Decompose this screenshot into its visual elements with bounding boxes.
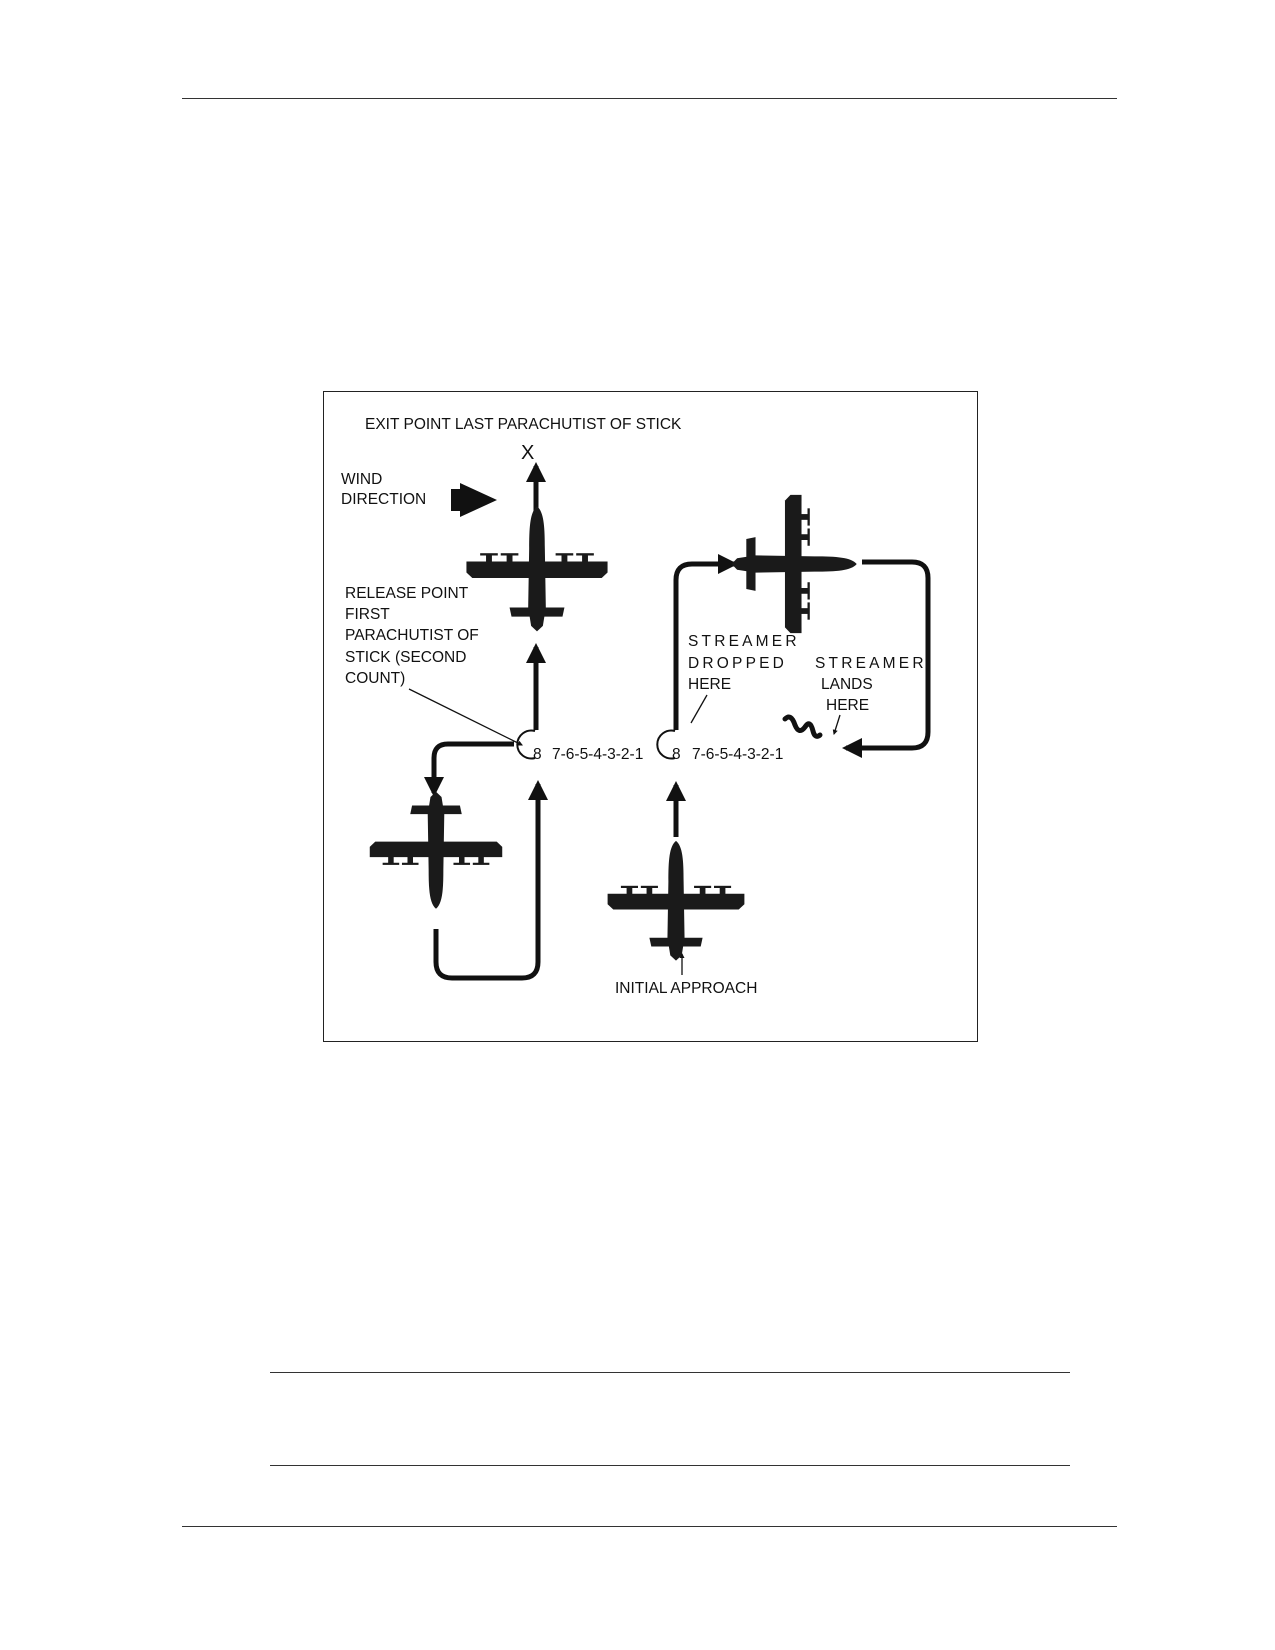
streamer-dropped-line3: HERE xyxy=(688,676,731,693)
release-label-line4: STICK (SECOND xyxy=(345,649,466,666)
release-count-sequence: 7-6-5-4-3-2-1 xyxy=(552,746,643,763)
release-label-line5: COUNT) xyxy=(345,670,405,687)
release-count-eight: 8 xyxy=(533,746,542,763)
drop-pattern-diagram: EXIT POINT LAST PARACHUTIST OF STICK X W… xyxy=(341,416,931,997)
aircraft-icon xyxy=(731,494,857,634)
aircraft-icon xyxy=(466,506,608,632)
footer-rule xyxy=(182,1526,1117,1527)
left-turn-arrow xyxy=(424,741,514,797)
streamer-count-eight: 8 xyxy=(672,746,681,763)
streamer-lands-pointer xyxy=(832,714,841,735)
streamer-drop-circle xyxy=(656,729,676,760)
release-label-line1: RELEASE POINT xyxy=(345,585,469,602)
wind-arrow-icon xyxy=(451,483,497,517)
release-pointer xyxy=(408,688,523,746)
streamer-lands-line3: HERE xyxy=(826,697,869,714)
streamer-dropped-line1: STREAMER xyxy=(688,633,800,650)
release-label-line2: FIRST xyxy=(345,606,390,623)
upwind-turn-arrow xyxy=(673,554,738,730)
release-point-circle xyxy=(516,729,536,760)
wind-label-line1: WIND xyxy=(341,471,382,488)
streamer-lands-line2: LANDS xyxy=(821,676,873,693)
streamer-count-sequence: 7-6-5-4-3-2-1 xyxy=(692,746,783,763)
streamer-dropped-line2: DROPPED xyxy=(688,655,787,672)
streamer-icon xyxy=(782,714,823,739)
aircraft-icon xyxy=(369,791,503,909)
return-loop-arrow xyxy=(433,780,548,981)
aircraft-icon xyxy=(607,840,745,961)
release-label-line3: PARACHUTIST OF xyxy=(345,627,479,644)
exit-point-label: EXIT POINT LAST PARACHUTIST OF STICK xyxy=(365,416,682,433)
wind-label-line2: DIRECTION xyxy=(341,491,426,508)
footnote-rule-bottom xyxy=(270,1465,1070,1466)
downwind-loop-arrow xyxy=(842,559,931,758)
streamer-dropped-pointer xyxy=(690,694,708,724)
drop-pattern-figure: EXIT POINT LAST PARACHUTIST OF STICK X W… xyxy=(323,391,978,1042)
streamer-lands-line1: STREAMER xyxy=(815,655,927,672)
footnote-rule-top xyxy=(270,1372,1070,1373)
exit-marker: X xyxy=(521,442,534,464)
initial-approach-label: INITIAL APPROACH xyxy=(615,980,757,997)
header-rule xyxy=(182,98,1117,99)
